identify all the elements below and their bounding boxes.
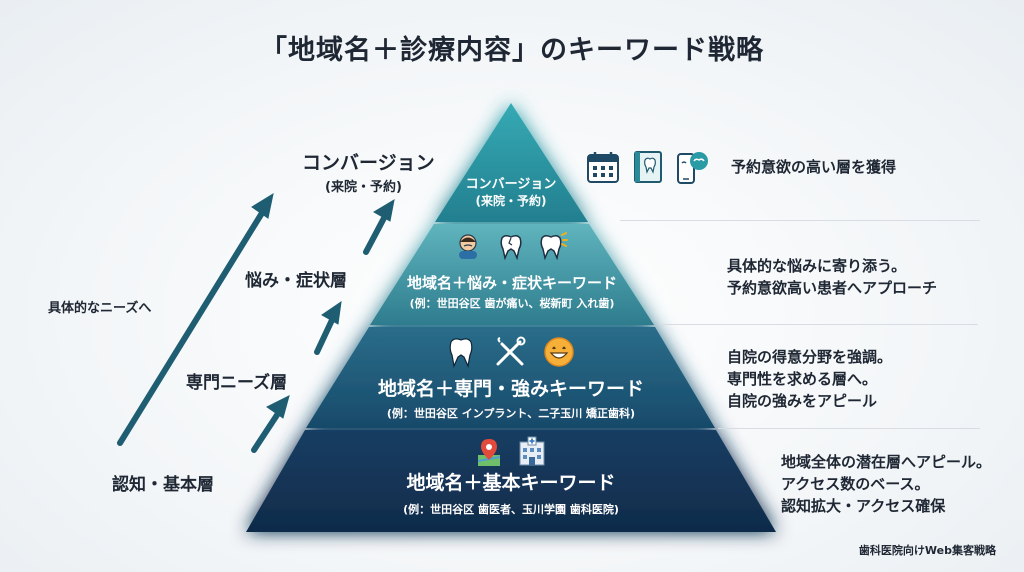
phone-booking-icon (677, 152, 708, 184)
cracked-tooth-icon (500, 234, 522, 260)
tier-worry-example: (例：世田谷区 歯が痛い、桜新町 入れ歯) (409, 297, 615, 310)
pyramid-tier-specialty (306, 327, 715, 428)
left-worry-label: 悩み・症状層 (245, 271, 347, 291)
pyramid-top-sub: (来院・予約) (475, 194, 547, 208)
right-basic-line-1: 地域全体の潜在層へアピール。 (781, 453, 992, 471)
left-conversion-label: コンバージョン (302, 152, 435, 174)
tier-basic-example: (例：世田谷区 歯医者、玉川学園 歯科医院) (403, 503, 619, 516)
big-arrow (117, 210, 265, 446)
arrow-basic-to-specialty (251, 409, 282, 453)
page-title: 「地域名＋診療内容」のキーワード戦略 (260, 35, 764, 66)
right-worry-text: 具体的な悩みに寄り添う。 予約意欲高い患者へアプローチ (727, 255, 937, 299)
left-conversion-sub: (来院・予約) (325, 180, 402, 195)
right-worry-line-2: 予約意欲高い患者へアプローチ (727, 279, 938, 297)
map-pin-icon (477, 439, 501, 466)
clinic-building-icon (519, 436, 545, 466)
tier-worry-label: 地域名＋悩み・症状キーワード (406, 274, 617, 292)
left-specialty-label: 専門ニーズ層 (186, 373, 288, 393)
divider-3 (718, 428, 980, 429)
person-in-pain-icon (459, 234, 477, 259)
arrow-worry-to-conversion (363, 215, 387, 255)
pyramid-tier-top (435, 103, 588, 222)
right-specialty-text: 自院の得意分野を強調。 専門性を求める層へ。 自院の強みをアピール (727, 346, 892, 412)
footer-caption: 歯科医院向けWeb集客戦略 (858, 544, 996, 557)
right-specialty-line-2: 専門性を求める層へ。 (727, 370, 878, 388)
right-top-line-1: 予約意欲の高い層を獲得 (731, 158, 897, 176)
left-direction-label: 具体的なニーズへ (48, 301, 152, 316)
tier-specialty-label: 地域名＋専門・強みキーワード (377, 378, 644, 400)
right-top-text: 予約意欲の高い層を獲得 (731, 156, 896, 178)
tooth-icon (449, 338, 473, 368)
divider-2 (660, 324, 978, 325)
right-specialty-line-3: 自院の強みをアピール (727, 392, 878, 410)
pyramid-top-label: コンバージョン (465, 177, 557, 192)
pyramid-tier-basic (246, 430, 776, 532)
dental-tools-icon (496, 336, 526, 366)
right-basic-text: 地域全体の潜在層へアピール。 アクセス数のベース。 認知拡大・アクセス確保 (781, 451, 991, 517)
smile-icon (544, 337, 574, 367)
right-basic-line-2: アクセス数のベース。 (781, 475, 930, 493)
pyramid-tier-worry (370, 224, 654, 325)
left-basic-label: 認知・基本層 (112, 475, 214, 495)
right-worry-line-1: 具体的な悩みに寄り添う。 (727, 257, 907, 275)
tier-basic-label: 地域名＋基本キーワード (406, 472, 616, 494)
dental-booklet-icon (634, 151, 662, 183)
divider-1 (620, 220, 980, 221)
aching-tooth-icon (540, 232, 568, 260)
right-specialty-line-1: 自院の得意分野を強調。 (727, 348, 893, 366)
tier-specialty-example: (例：世田谷区 インプラント、二子玉川 矯正歯科) (386, 407, 636, 420)
arrow-specialty-to-worry (314, 317, 335, 355)
right-basic-line-3: 認知拡大・アクセス確保 (781, 497, 946, 515)
calendar-icon (587, 152, 619, 183)
